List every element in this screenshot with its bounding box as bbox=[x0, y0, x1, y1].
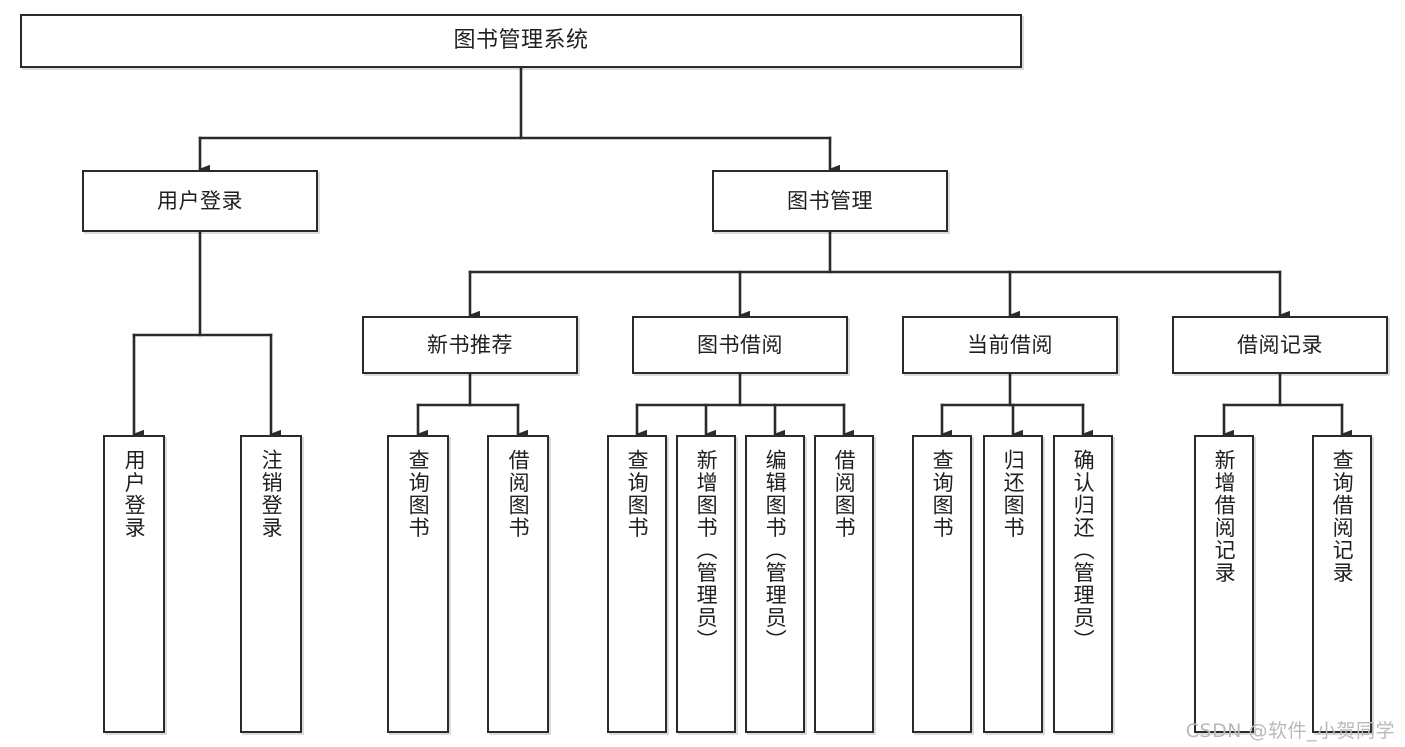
node-label: 新书推荐 bbox=[427, 332, 513, 357]
node-label: 查询图书 bbox=[406, 449, 431, 539]
node-book-manage[interactable]: 图书管理 bbox=[712, 170, 948, 232]
leaf-borrow-query-book[interactable]: 查询图书 bbox=[607, 435, 667, 733]
node-new-book-recommend[interactable]: 新书推荐 bbox=[362, 316, 578, 374]
leaf-record-add-record[interactable]: 新增借阅记录 bbox=[1194, 435, 1254, 733]
node-label: 借阅记录 bbox=[1237, 332, 1323, 357]
node-label: 用户登录 bbox=[157, 188, 243, 213]
node-label: 确认归还（管理员） bbox=[1071, 449, 1096, 652]
node-label: 归还图书 bbox=[1001, 449, 1026, 539]
node-label: 查询图书 bbox=[625, 449, 650, 539]
leaf-current-return-book[interactable]: 归还图书 bbox=[983, 435, 1043, 733]
node-label: 图书管理 bbox=[787, 188, 873, 213]
leaf-recommend-borrow-book[interactable]: 借阅图书 bbox=[487, 435, 549, 733]
node-current-borrow[interactable]: 当前借阅 bbox=[902, 316, 1118, 374]
leaf-current-query-book[interactable]: 查询图书 bbox=[912, 435, 972, 733]
node-label: 新增图书（管理员） bbox=[694, 449, 719, 652]
node-borrow-record[interactable]: 借阅记录 bbox=[1172, 316, 1388, 374]
node-label: 查询借阅记录 bbox=[1330, 449, 1355, 584]
node-label: 借阅图书 bbox=[832, 449, 857, 539]
node-label: 用户登录 bbox=[122, 449, 147, 539]
leaf-user-login[interactable]: 用户登录 bbox=[103, 435, 165, 733]
leaf-user-logout[interactable]: 注销登录 bbox=[240, 435, 302, 733]
leaf-recommend-query-book[interactable]: 查询图书 bbox=[387, 435, 449, 733]
node-book-borrow[interactable]: 图书借阅 bbox=[632, 316, 848, 374]
leaf-record-query-record[interactable]: 查询借阅记录 bbox=[1312, 435, 1372, 733]
node-label: 注销登录 bbox=[259, 449, 284, 539]
node-label: 查询图书 bbox=[930, 449, 955, 539]
leaf-borrow-add-book[interactable]: 新增图书（管理员） bbox=[676, 435, 736, 733]
node-user-login[interactable]: 用户登录 bbox=[82, 170, 318, 232]
node-root[interactable]: 图书管理系统 bbox=[20, 14, 1022, 68]
node-label: 借阅图书 bbox=[506, 449, 531, 539]
node-label: 图书借阅 bbox=[697, 332, 783, 357]
node-label: 新增借阅记录 bbox=[1212, 449, 1237, 584]
node-label: 当前借阅 bbox=[967, 332, 1053, 357]
leaf-current-confirm-return[interactable]: 确认归还（管理员） bbox=[1053, 435, 1113, 733]
leaf-borrow-edit-book[interactable]: 编辑图书（管理员） bbox=[745, 435, 805, 733]
node-label: 编辑图书（管理员） bbox=[763, 449, 788, 652]
node-label: 图书管理系统 bbox=[453, 28, 589, 54]
leaf-borrow-borrow-book[interactable]: 借阅图书 bbox=[814, 435, 874, 733]
